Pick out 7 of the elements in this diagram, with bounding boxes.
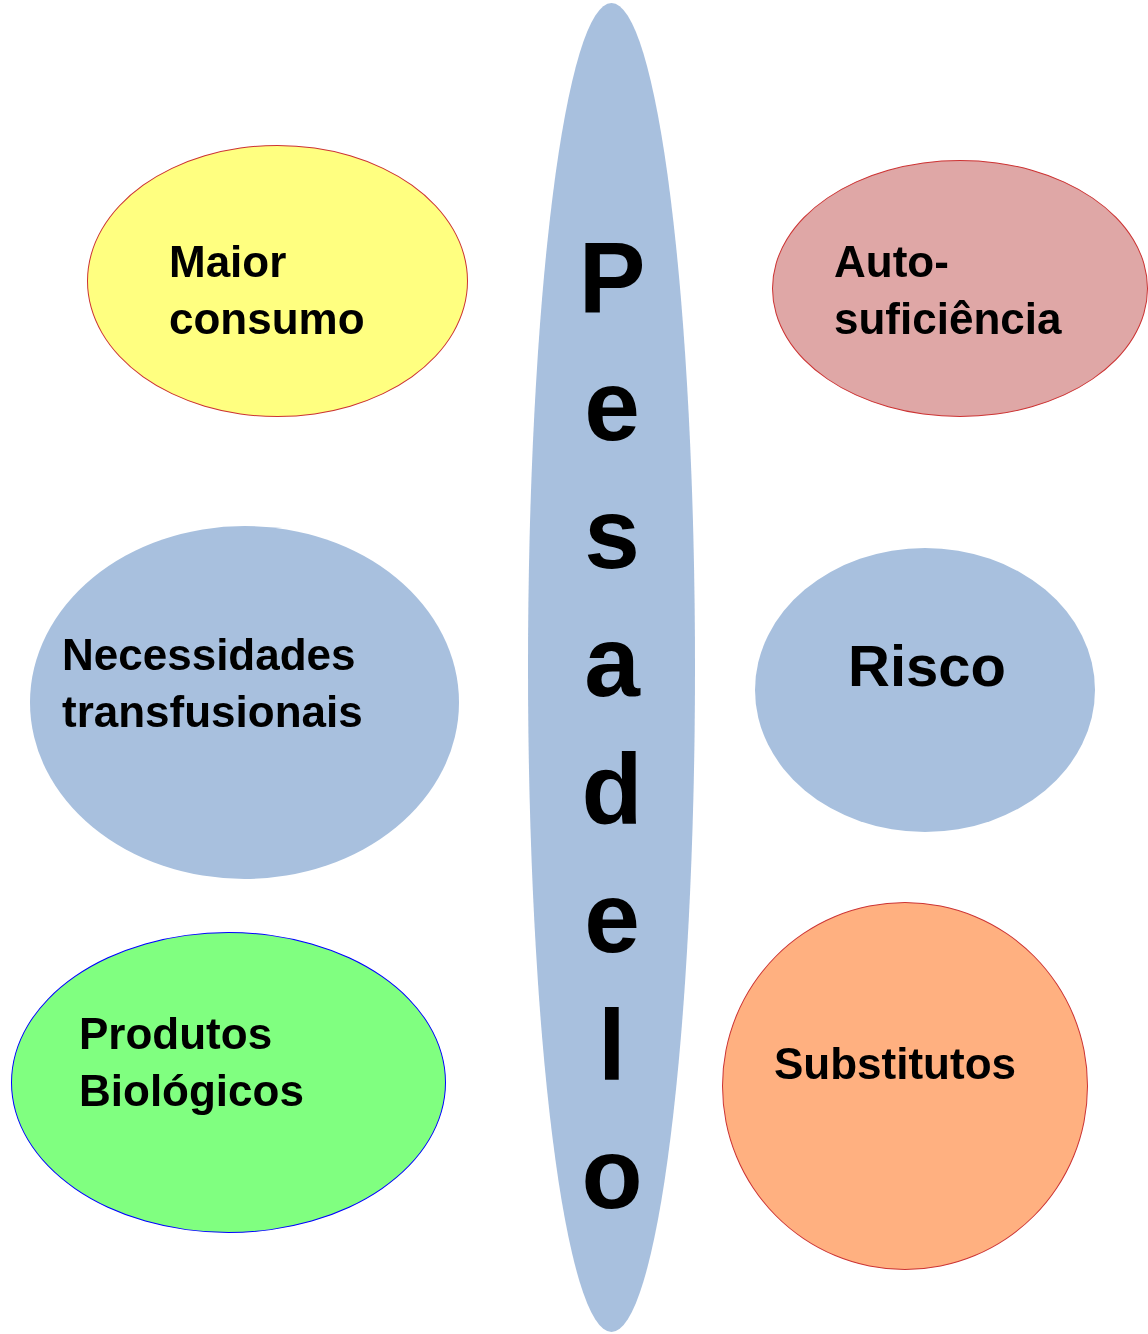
- bubble-label: Produtos Biológicos: [79, 1008, 305, 1118]
- bubble-label: Maior consumo: [169, 236, 366, 346]
- bubble-label: Substitutos: [774, 1038, 1017, 1090]
- bubble-label: Risco: [848, 632, 1007, 700]
- bubble-label: Necessidades transfusionais: [62, 629, 364, 739]
- vertical-title: Pesadelo: [577, 220, 647, 1231]
- bubble-label: Auto-suficiência: [834, 236, 1062, 346]
